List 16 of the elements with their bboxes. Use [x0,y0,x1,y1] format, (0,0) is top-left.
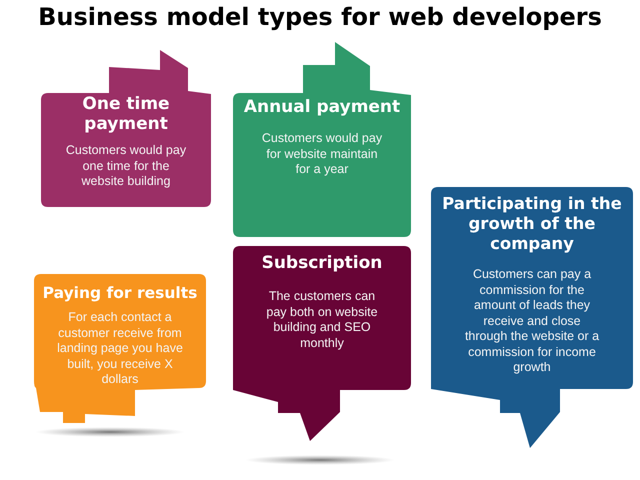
bubble-heading: Participating in the growth of the company [441,194,623,254]
bubble-heading: One time payment [81,94,171,135]
bubble-text: The customers can pay both on website building and SEO monthly [265,289,379,351]
title: Business model types for web developers [37,3,603,31]
bubble-text: Customers would pay one time for the website building [64,143,188,190]
speech-bubble [41,50,211,208]
bubble-text: For each contact a customer receive from landing page you have built, you receive X dollars [56,310,184,388]
bubble-heading: Subscription [260,253,384,274]
bubble-text: Customers would pay for website maintain for a year [260,131,384,178]
bubble-heading: Paying for results [42,284,198,303]
speech-bubble [233,42,411,238]
speech-bubble [431,187,633,448]
bubble-heading: Annual payment [242,97,402,118]
bubble-text: Customers can pay a commission for the amount of leads they receive and close through the website or a commission for income growth [464,267,600,376]
speech-bubble [34,274,206,423]
speech-bubble [233,246,411,441]
